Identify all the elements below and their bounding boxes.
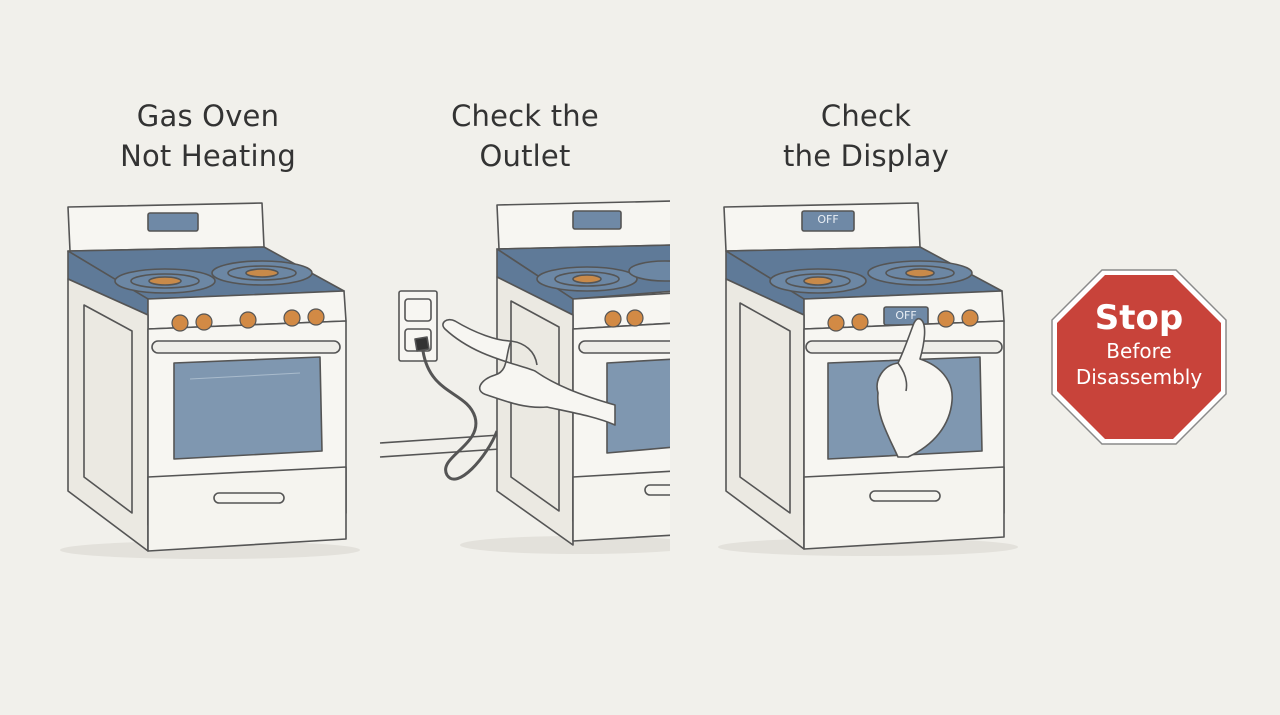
step-3-title-line2: the Display [783,139,949,173]
step-2-title-line1: Check the [451,99,599,133]
stop-sign [1051,269,1227,445]
step-2-title: Check the Outlet [405,96,645,176]
step-1-title-line1: Gas Oven [136,99,280,133]
step-3-title-line1: Check [820,99,912,133]
outlet-illustration [379,200,670,554]
stop-sign-line1: Stop [1094,298,1184,338]
stove-illustration-1 [60,202,360,559]
control-panel-off-label: OFF [895,309,917,322]
stop-sign-text: Stop Before Disassembly [1050,298,1228,390]
stop-sign-line3: Disassembly [1075,365,1203,389]
step-3-title: Check the Display [746,96,986,176]
step-1-title-line2: Not Heating [120,139,296,173]
step-2-title-line2: Outlet [479,139,571,173]
step-1-title: Gas Oven Not Heating [88,96,328,176]
stop-sign-line2: Before [1106,339,1172,363]
display-off-label: OFF [817,213,839,226]
stove-illustration-3 [718,202,1018,556]
